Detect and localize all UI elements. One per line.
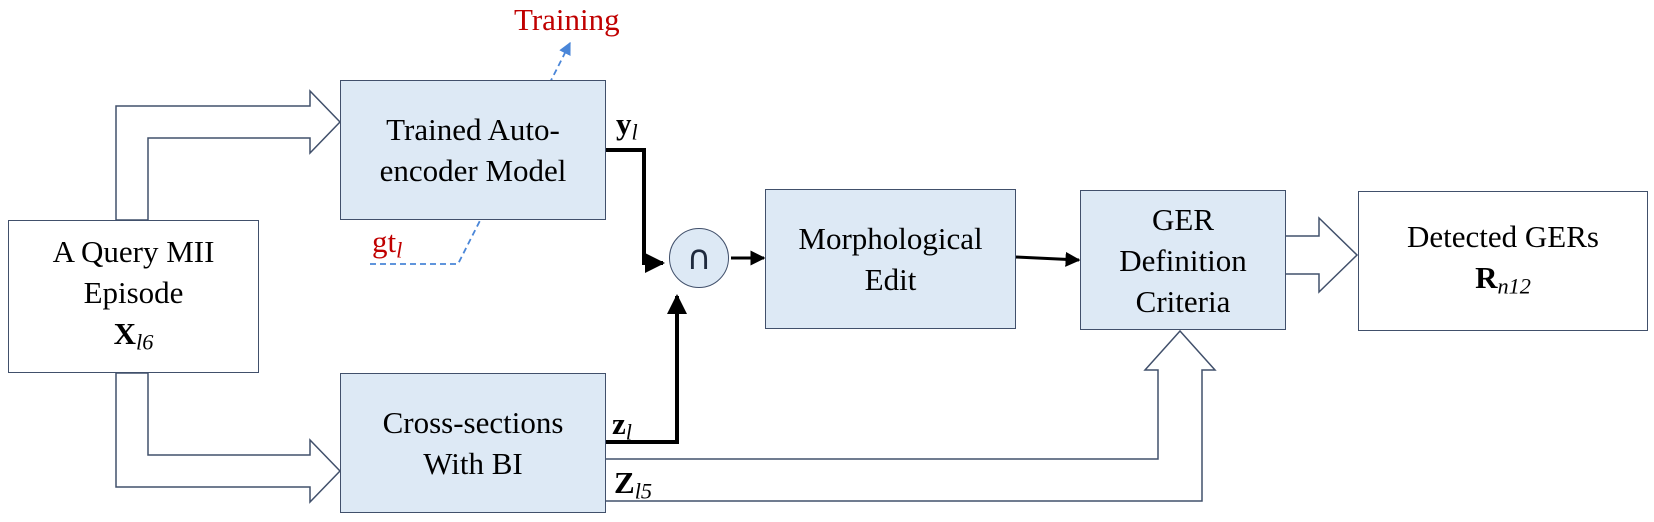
detected-gers-box: Detected GERs Rn12 [1358,191,1648,331]
criteria-box-line3: Criteria [1135,283,1231,319]
y-label-main: y [616,106,632,141]
gt-label: gtl [372,224,402,269]
detected-box-symbol: Rn12 [1475,257,1531,307]
gt-label-subscript: l [396,237,403,263]
gt-label-main: gt [372,224,397,259]
morph-box-line2: Edit [864,262,917,297]
autoencoder-box-line1: Trained Auto- [386,112,560,147]
query-box-line1: A Query MII [52,233,215,269]
intersection-symbol: ∩ [686,238,712,278]
ger-definition-criteria-box: GER Definition Criteria [1080,190,1286,330]
arrow-yl-to-intersection [606,148,665,273]
criteria-box-line1: GER [1152,201,1214,237]
query-symbol-main: X [113,315,137,351]
y-label-subscript: l [631,119,638,145]
Z-label-subscript: l5 [634,478,653,504]
y-label: yl [616,106,638,151]
criteria-box-line2: Definition [1119,242,1247,278]
detected-box-line1: Detected GERs [1407,218,1599,254]
block-arrow-query-to-autoencoder [115,89,342,221]
block-arrow-query-to-crosssections [115,372,342,504]
cross-sections-box-line1: Cross-sections [382,405,564,440]
query-symbol-subscript: l6 [136,329,154,355]
query-box-line2: Episode [83,274,184,310]
detected-symbol-subscript: n12 [1497,273,1531,299]
z-label: zl [612,406,632,451]
cross-sections-box: Cross-sections With BI [340,373,606,513]
intersection-node: ∩ [669,228,729,288]
autoencoder-box-line2: encoder Model [379,153,567,188]
cross-sections-box-line2: With BI [423,446,523,481]
morph-box-line1: Morphological [798,221,983,256]
z-label-main: z [612,406,626,441]
detected-symbol-main: R [1475,259,1498,295]
autoencoder-model-box: Trained Auto- encoder Model [340,80,606,220]
arrow-zl-to-intersection [606,294,687,444]
Z-label-main: Z [614,465,635,500]
query-box-symbol: Xl6 [114,313,154,363]
arrow-morph-to-criteria [1014,251,1081,267]
block-arrow-crosssections-to-criteria [606,329,1217,502]
training-label: Training [514,2,620,37]
morphological-edit-box: Morphological Edit [765,189,1016,329]
z-label-subscript: l [625,419,632,445]
block-arrow-criteria-to-detected [1284,216,1359,294]
Z-label: Zl5 [614,465,652,510]
query-episode-box: A Query MII Episode Xl6 [8,220,259,373]
